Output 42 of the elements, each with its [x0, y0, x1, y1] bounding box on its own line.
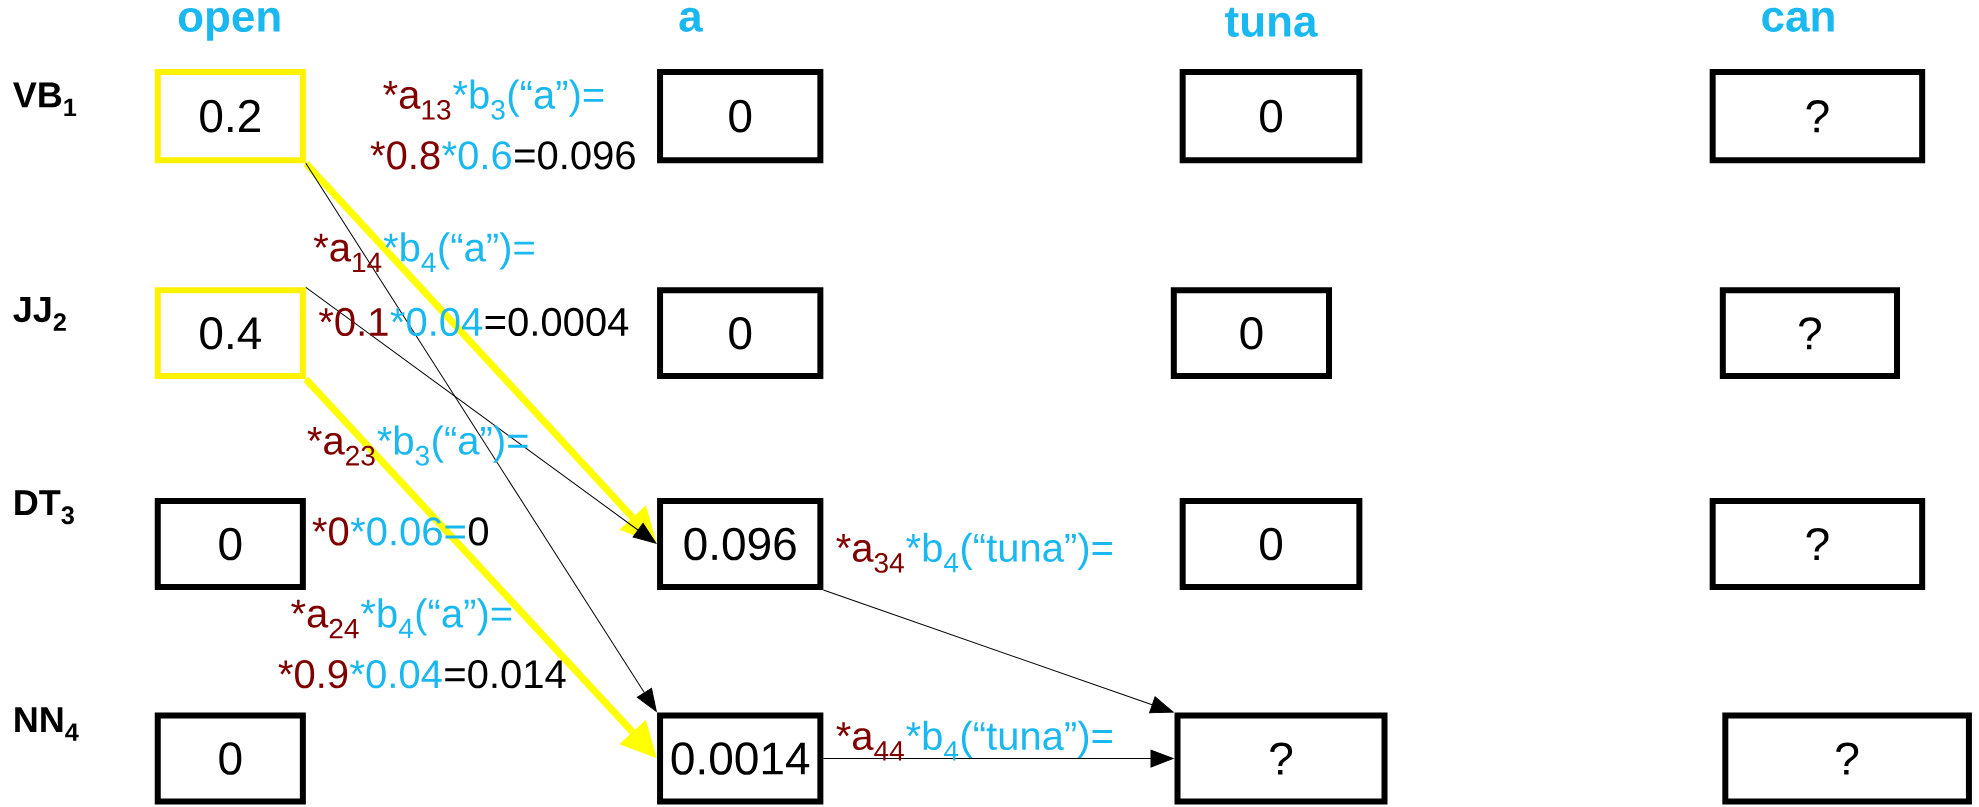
- formula-text: =0.096: [515, 141, 635, 170]
- value-box: 0: [154, 498, 306, 590]
- formula-text: *a$_{23}$: [307, 426, 375, 466]
- formula-text: *b$_{4}$(“a”)=: [383, 232, 534, 272]
- formula-text: *0.8: [370, 141, 440, 170]
- formula-text: =0.014: [445, 660, 566, 689]
- value-box: 0.096: [657, 498, 824, 590]
- value-box: ?: [1709, 498, 1926, 590]
- arrow: [305, 286, 657, 544]
- value-box: 0: [1179, 68, 1363, 164]
- row-label: JJ$_{2}$: [13, 297, 66, 331]
- column-header: a: [679, 7, 703, 32]
- formula-text: *b$_{4}$(“tuna”)=: [906, 532, 1112, 573]
- value-box: ?: [1709, 68, 1926, 164]
- column-header: can: [1762, 7, 1834, 32]
- value-box: ?: [1722, 712, 1972, 805]
- row-label: VB$_{1}$: [13, 82, 77, 117]
- value-box: 0.2: [154, 68, 306, 164]
- formula-text: 0: [468, 517, 488, 546]
- formula-text: *0.6: [442, 141, 511, 170]
- value-box: 0: [657, 287, 824, 380]
- formula-text: *a$_{34}$: [836, 534, 904, 573]
- formula-text: *a$_{13}$: [383, 81, 451, 120]
- formula-text: *a$_{44}$: [836, 722, 904, 761]
- value-box: 0: [1170, 287, 1332, 380]
- arrow: [822, 589, 1174, 714]
- row-label: DT$_{3}$: [15, 490, 74, 525]
- arrow: [305, 162, 657, 712]
- value-box: ?: [1719, 287, 1900, 380]
- value-box: 0: [657, 68, 824, 164]
- value-box: 0: [1179, 498, 1363, 590]
- value-box: 0: [154, 712, 306, 805]
- formula-text: *0.04: [350, 660, 442, 689]
- value-box: 0.0014: [657, 712, 824, 805]
- formula-text: *b$_{4}$(“a”)=: [361, 598, 512, 638]
- formula-text: *0.9: [278, 660, 348, 689]
- formula-text: *b$_{4}$(“tuna”)=: [906, 720, 1112, 761]
- row-label: NN$_{4}$: [15, 707, 79, 741]
- value-box: ?: [1174, 712, 1388, 805]
- arrow: [822, 749, 1174, 768]
- formula-text: *a$_{24}$: [291, 599, 359, 639]
- value-box: 0.4: [154, 287, 306, 380]
